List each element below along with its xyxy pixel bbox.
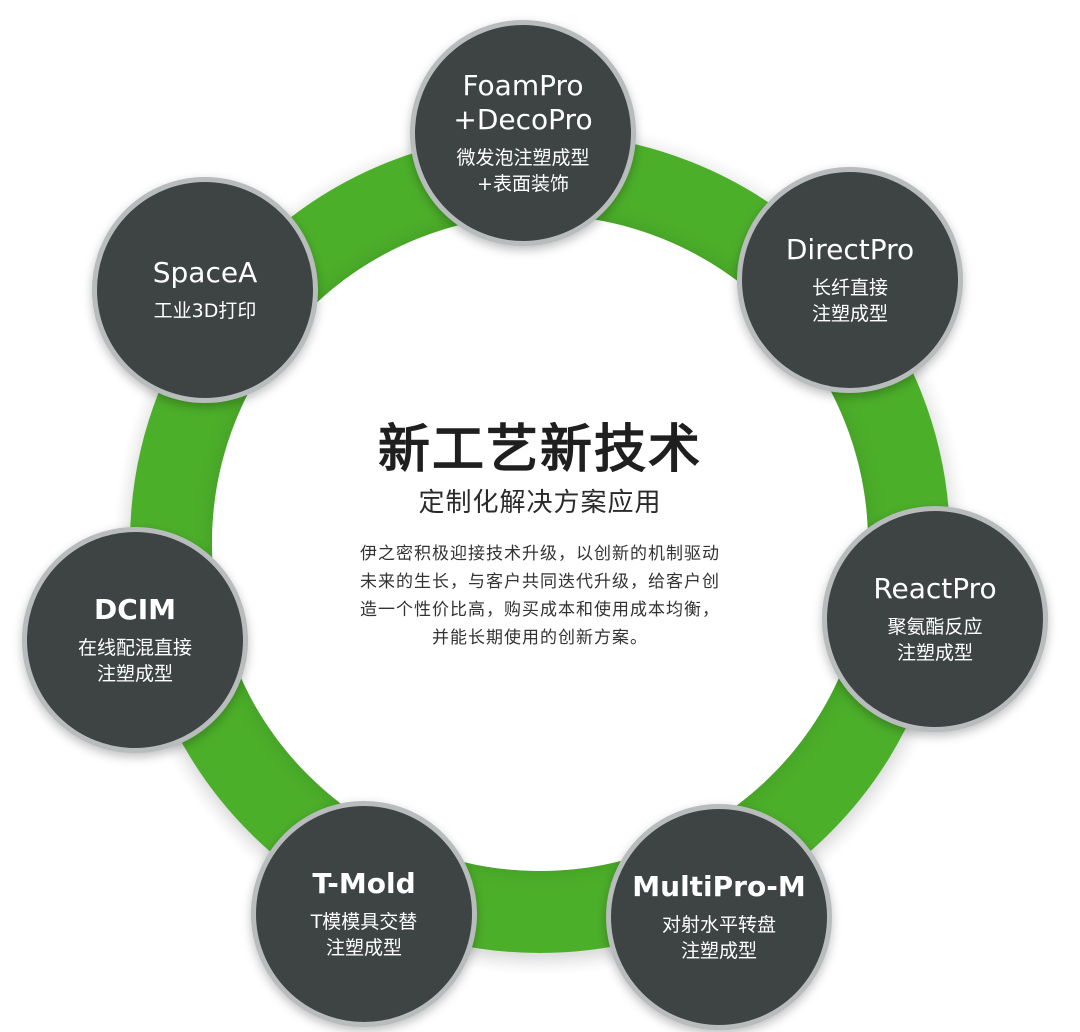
- node-description: 对射水平转盘 注塑成型: [661, 914, 776, 962]
- node-description: 工业3D打印: [153, 300, 257, 322]
- node-description: 微发泡注塑成型 +表面装饰: [456, 147, 590, 195]
- node-title: ReactPro: [873, 572, 997, 605]
- node-reactpro[interactable]: ReactPro 聚氨酯反应 注塑成型: [822, 506, 1048, 732]
- node-title: SpaceA: [152, 256, 258, 289]
- node-title: MultiPro-M: [632, 870, 806, 903]
- node-spacea[interactable]: SpaceA 工业3D打印: [92, 177, 318, 403]
- center-title: 新工艺新技术: [377, 420, 702, 480]
- center-subtitle: 定制化解决方案应用: [418, 488, 662, 518]
- center-content: 新工艺新技术 定制化解决方案应用 伊之密积极迎接技术升级，以创新的机制驱动 未来…: [290, 420, 790, 652]
- node-title: DCIM: [93, 593, 177, 626]
- node-title: DirectPro: [785, 233, 915, 266]
- node-title: FoamPro +DecoPro: [453, 69, 593, 136]
- node-foampro-decopro[interactable]: FoamPro +DecoPro 微发泡注塑成型 +表面装饰: [410, 20, 636, 246]
- node-t-mold[interactable]: T-Mold T模模具交替 注塑成型: [251, 801, 477, 1027]
- node-description: 聚氨酯反应 注塑成型: [887, 616, 983, 664]
- node-multipro-m[interactable]: MultiPro-M 对射水平转盘 注塑成型: [606, 804, 832, 1030]
- node-dcim[interactable]: DCIM 在线配混直接 注塑成型: [22, 527, 248, 753]
- center-description: 伊之密积极迎接技术升级，以创新的机制驱动 未来的生长，与客户共同迭代升级，给客户…: [360, 544, 720, 648]
- node-directpro[interactable]: DirectPro 长纤直接 注塑成型: [737, 167, 963, 393]
- node-title: T-Mold: [312, 867, 416, 900]
- node-description: T模模具交替 注塑成型: [310, 911, 418, 959]
- node-description: 在线配混直接 注塑成型: [77, 637, 192, 685]
- node-description: 长纤直接 注塑成型: [811, 277, 888, 325]
